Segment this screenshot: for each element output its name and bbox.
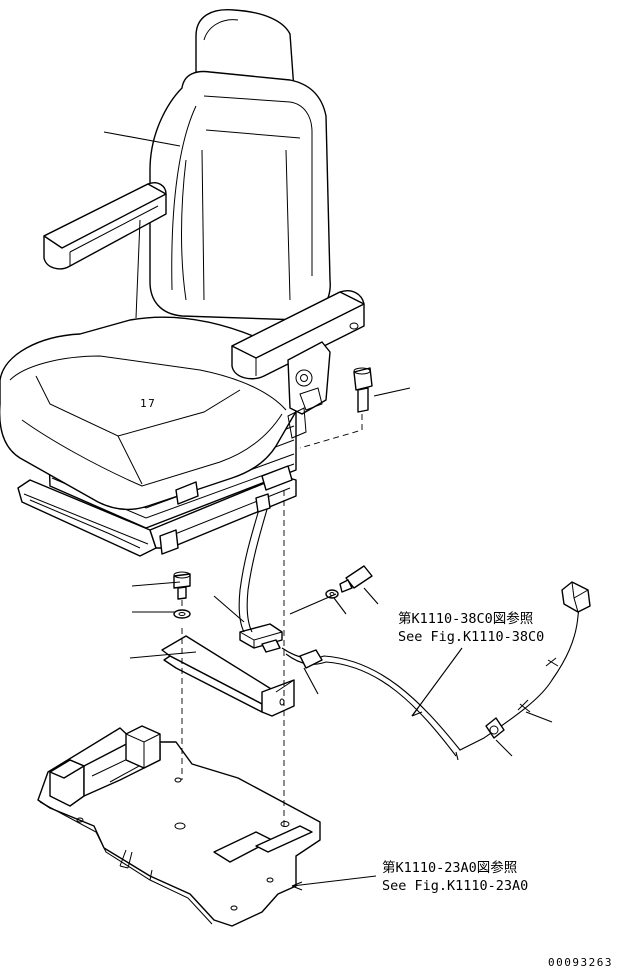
reference-note-38c0: 第K1110-38C0図参照 See Fig.K1110-38C0 bbox=[398, 610, 544, 645]
seat-mark: 17 bbox=[140, 397, 156, 410]
reference-en-38c0: See Fig.K1110-38C0 bbox=[398, 629, 544, 645]
fasteners bbox=[173, 367, 373, 619]
seat-harness bbox=[238, 493, 271, 633]
reference-note-23a0: 第K1110-23A0図参照 See Fig.K1110-23A0 bbox=[382, 859, 528, 894]
reference-en-23a0: See Fig.K1110-23A0 bbox=[382, 878, 528, 894]
operator-seat: 17 bbox=[0, 9, 365, 557]
reference-jp-38c0: 第K1110-38C0図参照 bbox=[398, 610, 533, 627]
switch-harness bbox=[281, 581, 591, 757]
leader-lines bbox=[103, 131, 553, 891]
floor-plate bbox=[37, 725, 321, 927]
reference-jp-23a0: 第K1110-23A0図参照 bbox=[382, 859, 517, 876]
drawing-code: 00093263 bbox=[548, 956, 613, 969]
